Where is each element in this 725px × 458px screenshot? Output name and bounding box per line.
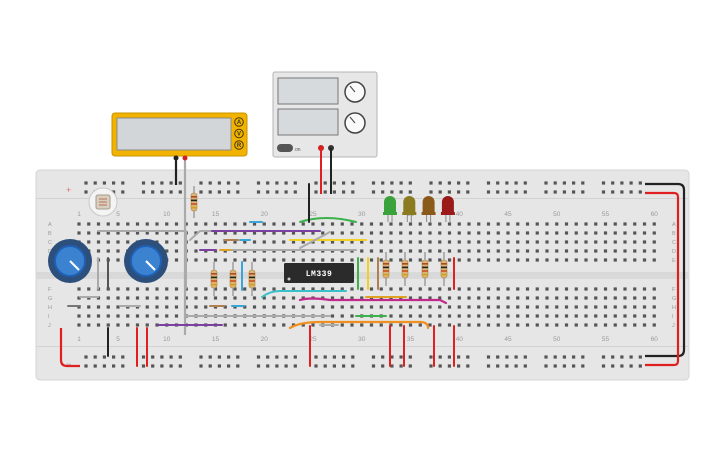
potentiometer-2[interactable] [124, 239, 168, 283]
row-letter: H [672, 305, 676, 311]
column-number: 60 [651, 211, 659, 218]
row-letter: G [672, 296, 676, 302]
row-letter: B [672, 231, 676, 237]
column-number: 60 [651, 336, 659, 343]
jumper-wire [261, 290, 347, 298]
rail-wire-left [59, 328, 80, 368]
led-green[interactable] [383, 196, 397, 222]
multimeter-mode-label: A [237, 120, 242, 126]
column-number: 35 [407, 336, 415, 343]
row-letter: F [48, 287, 52, 293]
current-display [277, 108, 339, 136]
column-number: 30 [358, 336, 366, 343]
row-letter: A [672, 222, 676, 228]
column-number: 25 [309, 336, 317, 343]
resistor[interactable] [190, 186, 198, 218]
resistor[interactable] [382, 252, 390, 286]
column-number: 30 [358, 211, 366, 218]
column-number: 5 [116, 336, 120, 343]
multimeter-mode-label: R [237, 143, 242, 149]
row-letter: J [48, 323, 51, 329]
power-button[interactable] [277, 144, 293, 152]
row-letter: F [672, 287, 676, 293]
column-number: 50 [553, 211, 561, 218]
led-olive[interactable] [402, 196, 417, 222]
row-letter: A [48, 222, 52, 228]
power-supply[interactable]: on [272, 71, 378, 158]
resistor[interactable] [248, 262, 256, 296]
resistor[interactable] [421, 252, 429, 286]
column-number: 5 [116, 211, 120, 218]
column-number: 15 [212, 211, 220, 218]
rail-minus-label: − [66, 359, 71, 369]
column-number: 40 [456, 211, 464, 218]
column-number: 45 [504, 336, 512, 343]
column-number: 25 [309, 211, 317, 218]
rail-plus-label: + [66, 185, 71, 195]
multimeter-mode-button[interactable] [234, 117, 244, 127]
multimeter-mode-button[interactable] [234, 128, 244, 139]
column-number: 1 [77, 211, 81, 218]
row-letter: E [672, 258, 676, 264]
rail-wire-right [645, 182, 686, 358]
column-number: 50 [553, 336, 561, 343]
column-number: 10 [163, 211, 171, 218]
column-number: 45 [504, 211, 512, 218]
jumper-wire [299, 217, 357, 223]
jumper-wire [288, 320, 430, 330]
row-letter: B [48, 231, 52, 237]
row-letter: C [48, 240, 52, 246]
lm339-chip[interactable]: LM339 [284, 263, 354, 283]
resistor[interactable] [229, 262, 237, 296]
column-number: 10 [163, 336, 171, 343]
photoresistor[interactable] [88, 187, 118, 217]
jumper-wire [299, 231, 331, 249]
rail-wire-right-red [645, 191, 680, 367]
row-letter: J [672, 323, 675, 329]
column-number: 15 [212, 336, 220, 343]
led-dark-red[interactable] [440, 196, 455, 222]
column-number: 20 [261, 336, 269, 343]
column-number: 55 [602, 336, 610, 343]
voltage-display [277, 77, 339, 105]
led-brown[interactable] [421, 196, 436, 222]
row-letter: D [672, 249, 676, 255]
potentiometer-1[interactable] [48, 239, 92, 283]
jumper-wires [67, 183, 455, 367]
row-letter: I [672, 314, 674, 320]
row-letter: H [48, 305, 52, 311]
column-number: 40 [456, 336, 464, 343]
column-number: 20 [261, 211, 269, 218]
resistor[interactable] [210, 262, 218, 296]
jumper-wire [298, 297, 448, 305]
row-letter: I [48, 314, 50, 320]
row-letter: C [672, 240, 676, 246]
multimeter-display [116, 117, 232, 151]
column-number: 55 [602, 211, 610, 218]
breadboard-holes [77, 181, 656, 368]
chip-label: LM339 [306, 270, 333, 279]
resistor[interactable] [440, 252, 448, 286]
power-button-label: on [295, 147, 301, 153]
multimeter[interactable]: AVR [111, 112, 248, 157]
multimeter-mode-label: V [237, 132, 241, 138]
resistor[interactable] [401, 252, 409, 286]
multimeter-mode-button[interactable] [234, 140, 244, 150]
row-letter: G [48, 296, 52, 302]
column-number: 1 [77, 336, 81, 343]
